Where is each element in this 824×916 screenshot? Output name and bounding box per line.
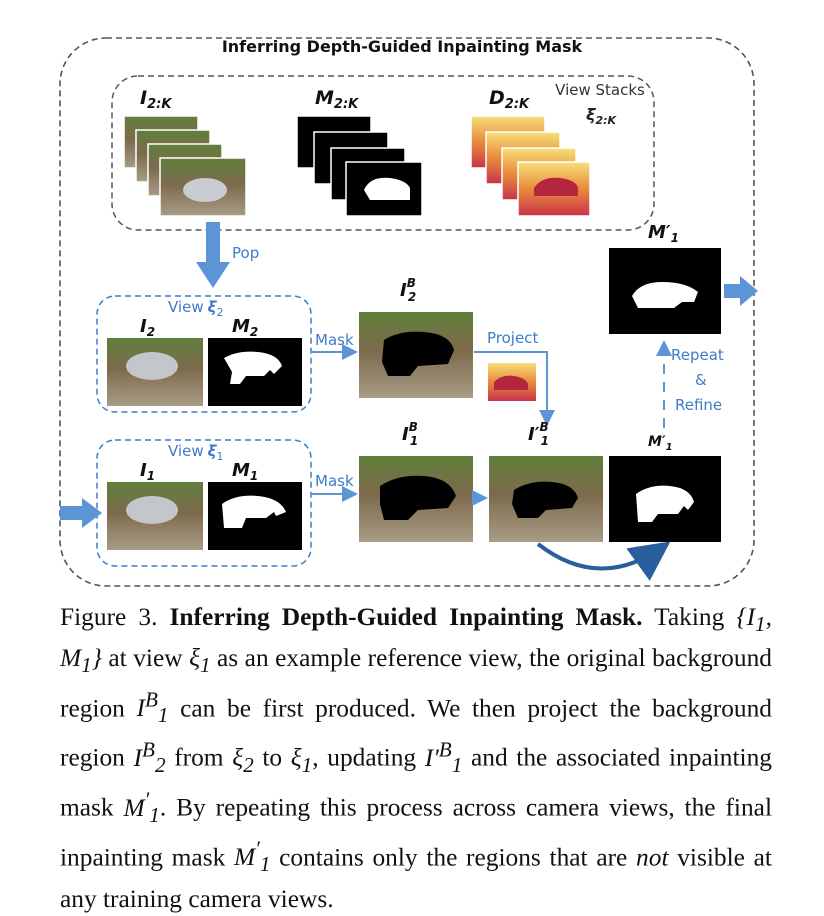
view2-box — [96, 295, 312, 413]
mask-label-bottom: Mask — [315, 472, 354, 490]
pop-arrow — [196, 222, 230, 288]
view1-box — [96, 439, 312, 567]
refine-label: Refine — [675, 396, 722, 414]
view2-image-label: I2 — [140, 316, 155, 339]
project-label: Project — [487, 329, 538, 347]
diagram-title: Inferring Depth-Guided Inpainting Mask — [222, 37, 583, 56]
mask-label-top: Mask — [315, 331, 354, 349]
view1-mask — [208, 482, 302, 550]
caption-figure-number: Figure 3. — [60, 603, 158, 631]
bg2-image — [359, 312, 473, 398]
exit-arrow — [724, 276, 758, 306]
view2-image — [107, 338, 203, 406]
view-stacks-symbol: ξ2:K — [586, 105, 618, 127]
mask-prime-top — [609, 248, 721, 334]
caption-title: Inferring Depth-Guided Inpainting Mask. — [169, 603, 643, 631]
pop-label: Pop — [232, 244, 259, 262]
mask-prime-small — [609, 456, 721, 542]
view1-image — [107, 482, 203, 550]
depths-stack-label: D2:K — [489, 87, 530, 112]
images-stack-label: I2:K — [140, 87, 172, 112]
project-arrow — [474, 351, 555, 426]
images-stack — [123, 115, 247, 217]
repeat-and-label: & — [695, 371, 707, 389]
masks-stack — [296, 115, 423, 217]
view2-mask-label: M2 — [232, 316, 258, 339]
depth-thumbnail — [488, 363, 536, 401]
bg1-image — [359, 456, 473, 542]
outer-frame — [59, 37, 755, 587]
view2-mask — [208, 338, 302, 406]
mask-prime-top-label: M′1 — [648, 222, 679, 245]
entry-arrow — [60, 498, 102, 528]
depths-stack — [470, 115, 591, 217]
view1-image-label: I1 — [140, 460, 155, 483]
view-stacks-box — [111, 75, 655, 231]
view1-mask-label: M1 — [232, 460, 258, 483]
figure-caption: Figure 3. Inferring Depth-Guided Inpaint… — [60, 603, 772, 913]
diagram: Inferring Depth-Guided Inpainting Mask V… — [59, 37, 758, 587]
repeat-label: Repeat — [671, 346, 724, 364]
mask-prime-small-label: M′1 — [648, 434, 673, 453]
curved-arrow — [536, 541, 671, 581]
masks-stack-label: M2:K — [315, 87, 359, 112]
view-stacks-label: View Stacks — [555, 81, 645, 99]
bg1-prime-image — [489, 456, 603, 542]
